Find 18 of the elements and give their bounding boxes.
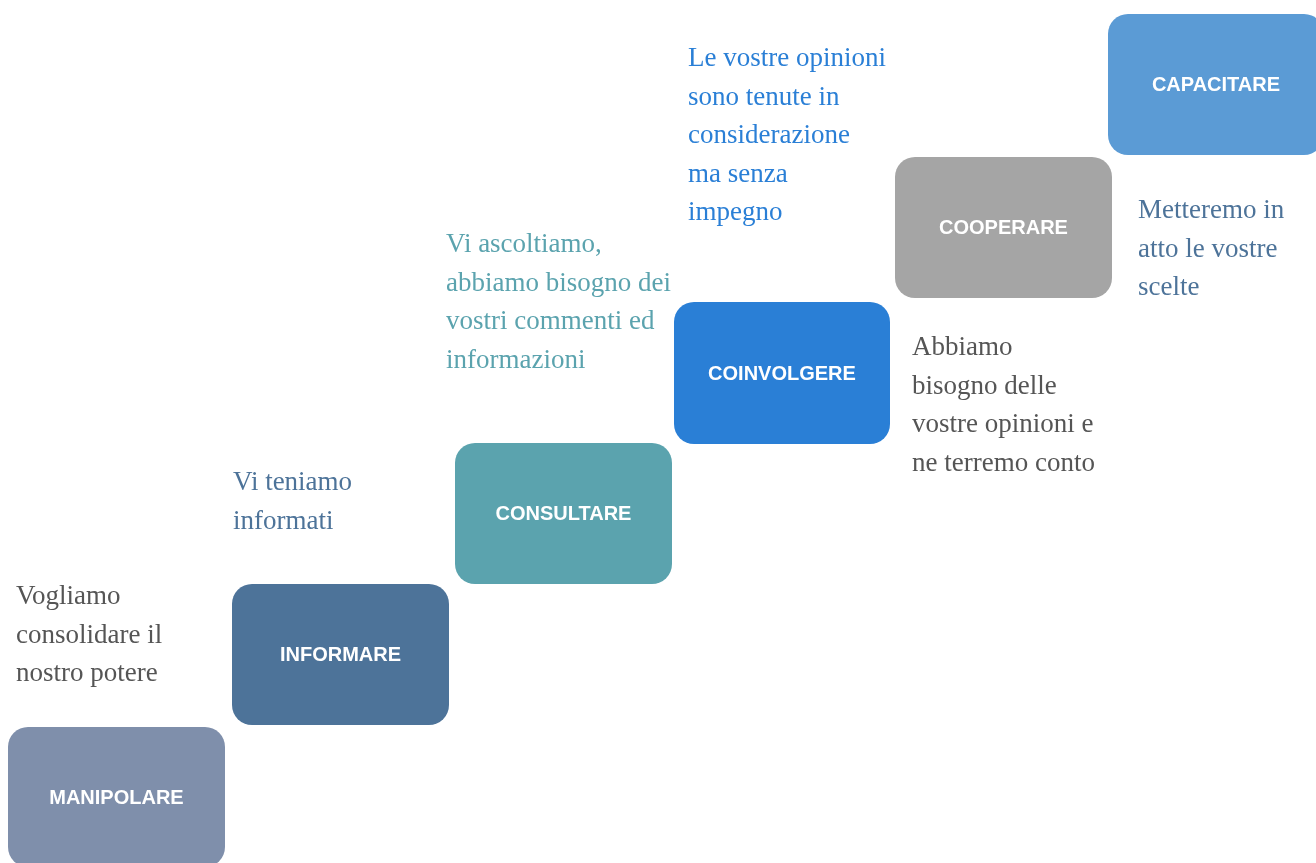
step-description: Le vostre opinioni sono tenute in considerazione ma senza impegno (688, 41, 887, 228)
step-description: Vogliamo consolidare il nostro potere (16, 579, 164, 689)
step-description: Metteremo in atto le vostre scelte (1138, 193, 1286, 303)
step-label: CONSULTARE (495, 502, 632, 525)
step-box (232, 584, 449, 725)
step-box (8, 727, 225, 863)
step-label: CAPACITARE (1151, 73, 1281, 96)
step-label: MANIPOLARE (49, 785, 184, 809)
step-label: INFORMARE (279, 643, 402, 666)
step-box (895, 157, 1112, 298)
step-description: Vi ascoltiamo, abbiamo bisogno dei vostri commenti ed informazioni (446, 227, 671, 376)
step-description: Abbiamo bisogno delle vostre opinioni e ne terremo conto (912, 330, 1096, 479)
step-box (455, 443, 672, 584)
step-label: COINVOLGERE (708, 361, 856, 385)
step-box (674, 302, 890, 444)
step-box (1108, 14, 1316, 155)
step-description: Vi teniamo informati (233, 465, 354, 537)
step-label: COOPERARE (939, 216, 1068, 239)
